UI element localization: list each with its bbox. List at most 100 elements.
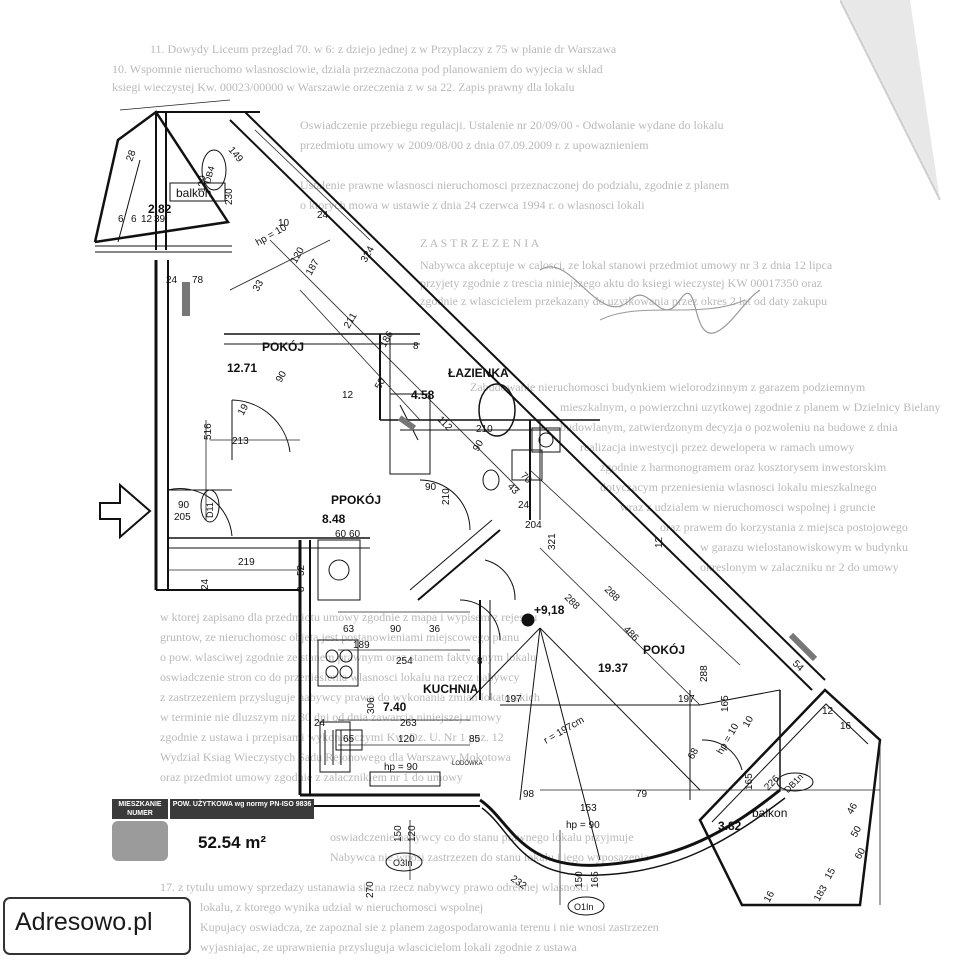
vent-o1in: O1In [574, 902, 594, 912]
dim-top: 33 [251, 278, 266, 294]
outer-walls [154, 111, 826, 807]
dim-pokoj1: 50 [373, 376, 388, 392]
dim-kitchen: 63 [343, 624, 355, 635]
usable-area-label: POW. UŻYTKOWA wg normy PN-ISO 9836 [170, 799, 314, 819]
dim-top: 230 [224, 188, 235, 205]
vent-o3in: O3In [393, 858, 413, 868]
geometry-lines [469, 613, 781, 861]
vent-db4: DB4 [202, 165, 216, 185]
dim-top: 8 [413, 341, 419, 352]
dim-pokoj1: 186 [378, 329, 396, 349]
entrance-arrow [99, 482, 152, 540]
watermark-logo: Adresowo.pl [3, 897, 191, 955]
dim-bay: 165 [590, 871, 601, 888]
apartment-number-redacted [112, 821, 168, 861]
dim-kitchen: 90 [390, 624, 402, 635]
dim-left: 24 [166, 275, 178, 286]
dim-kitchen: 254 [396, 656, 413, 667]
dim-ppokoj: 210 [441, 488, 452, 505]
dim-left: 78 [192, 275, 204, 286]
dim-pokoj1: 12 [342, 390, 354, 401]
door-swings [167, 399, 743, 771]
level-mark: +9,18 [534, 603, 565, 617]
dim-kitchen: 85 [469, 734, 481, 745]
bathroom-fixtures [389, 383, 561, 491]
hp-bay: hp = 90 [566, 820, 600, 831]
dim-kitchen: 52 [296, 564, 307, 576]
bottom-balcony [698, 688, 882, 907]
ppokoj-name: PPOKÓJ [331, 492, 381, 507]
dim-left: 516 [203, 423, 214, 440]
dim-bay: 270 [365, 881, 376, 898]
balkon-top-name: balkon [176, 186, 211, 200]
pokoj-1-name: POKÓJ [262, 339, 304, 354]
dim-ppokoj: 321 [547, 533, 558, 550]
dim-pokoj1: 210 [476, 424, 493, 435]
dim-kitchen: 8 [477, 656, 483, 667]
dim-left: 219 [238, 557, 255, 568]
dim-left: 213 [232, 436, 249, 447]
dim-top: 120 [197, 175, 208, 192]
pokoj-1-area: 12.71 [227, 361, 257, 375]
dim-balcony-bottom: 16 [840, 721, 852, 732]
dim-balcony-bottom: 165 [744, 773, 755, 790]
dim-kitchen: 60 [349, 529, 361, 540]
dim-pokoj1: 70 [518, 470, 534, 486]
dim-top: 12 [141, 214, 153, 225]
dim-top: 6 [131, 214, 137, 225]
dim-bay: 68 [686, 746, 701, 762]
balkon-top-area: 2.82 [148, 202, 172, 216]
dim-balcony-bottom: 46 [845, 801, 860, 817]
page-corner-fold [840, 0, 970, 200]
kitchen-note: LODÓWKA [452, 760, 483, 767]
dim-left: 90 [274, 369, 289, 385]
vent-d11: D11 [205, 502, 215, 518]
dim-bay: 153 [580, 803, 597, 814]
dim-top: 6 [118, 214, 124, 225]
hp-kitchen: hp = 90 [384, 762, 418, 773]
ppokoj-area: 8.48 [322, 512, 346, 526]
pokoj-2-name: POKÓJ [643, 642, 685, 657]
dim-left: 24 [200, 578, 211, 590]
dim-kitchen: 189 [353, 640, 370, 651]
balkon-bottom-name: balkon [752, 806, 787, 820]
dim-kitchen: 306 [366, 697, 377, 714]
dim-ppokoj: 288 [602, 584, 622, 604]
dim-balcony-bottom: 10 [741, 714, 756, 730]
dim-kitchen: 263 [400, 718, 417, 729]
signature-scribble [539, 266, 761, 334]
balkon-bottom-area: 3.82 [718, 819, 742, 833]
dim-top: 24 [317, 210, 329, 221]
dim-ppokoj: 12 [654, 536, 665, 548]
dim-kitchen: 60 [335, 529, 347, 540]
dim-bay: 197 [505, 694, 522, 705]
dim-bay: 150 [393, 825, 404, 842]
dim-ppokoj: 90 [425, 482, 437, 493]
apartment-number-label: MIESZKANIE NUMER [112, 799, 168, 819]
dim-ppokoj: 204 [525, 520, 542, 531]
kuchnia-name: KUCHNIA [423, 682, 479, 696]
dim-pokoj1: 112 [435, 414, 454, 433]
dim-left: 205 [174, 512, 191, 523]
dimension-lines [119, 99, 881, 905]
dim-top: 10 [278, 218, 290, 229]
dim-top: 187 [304, 257, 322, 277]
dim-kitchen: 24 [314, 718, 326, 729]
radiators [182, 282, 818, 662]
total-area: 52.54 m² [198, 833, 267, 852]
dim-bay: 232 [508, 873, 528, 892]
bay-window [479, 690, 786, 876]
dim-top: 39 [154, 214, 166, 225]
kitchen-fixtures [317, 539, 441, 787]
kuchnia-area: 7.40 [383, 700, 407, 714]
dim-pokoj1: 43 [505, 481, 521, 497]
dim-top: 149 [226, 145, 245, 165]
dim-kitchen: 36 [429, 624, 441, 635]
dim-balcony-bottom: 288 [699, 665, 710, 682]
dim-balcony-bottom: 50 [849, 824, 864, 840]
dim-ppokoj: 486 [621, 624, 641, 644]
dim-left: 19 [236, 402, 251, 418]
area-summary: MIESZKANIE NUMER POW. UŻYTKOWA wg normy … [112, 799, 314, 863]
dim-bay: 98 [523, 789, 535, 800]
